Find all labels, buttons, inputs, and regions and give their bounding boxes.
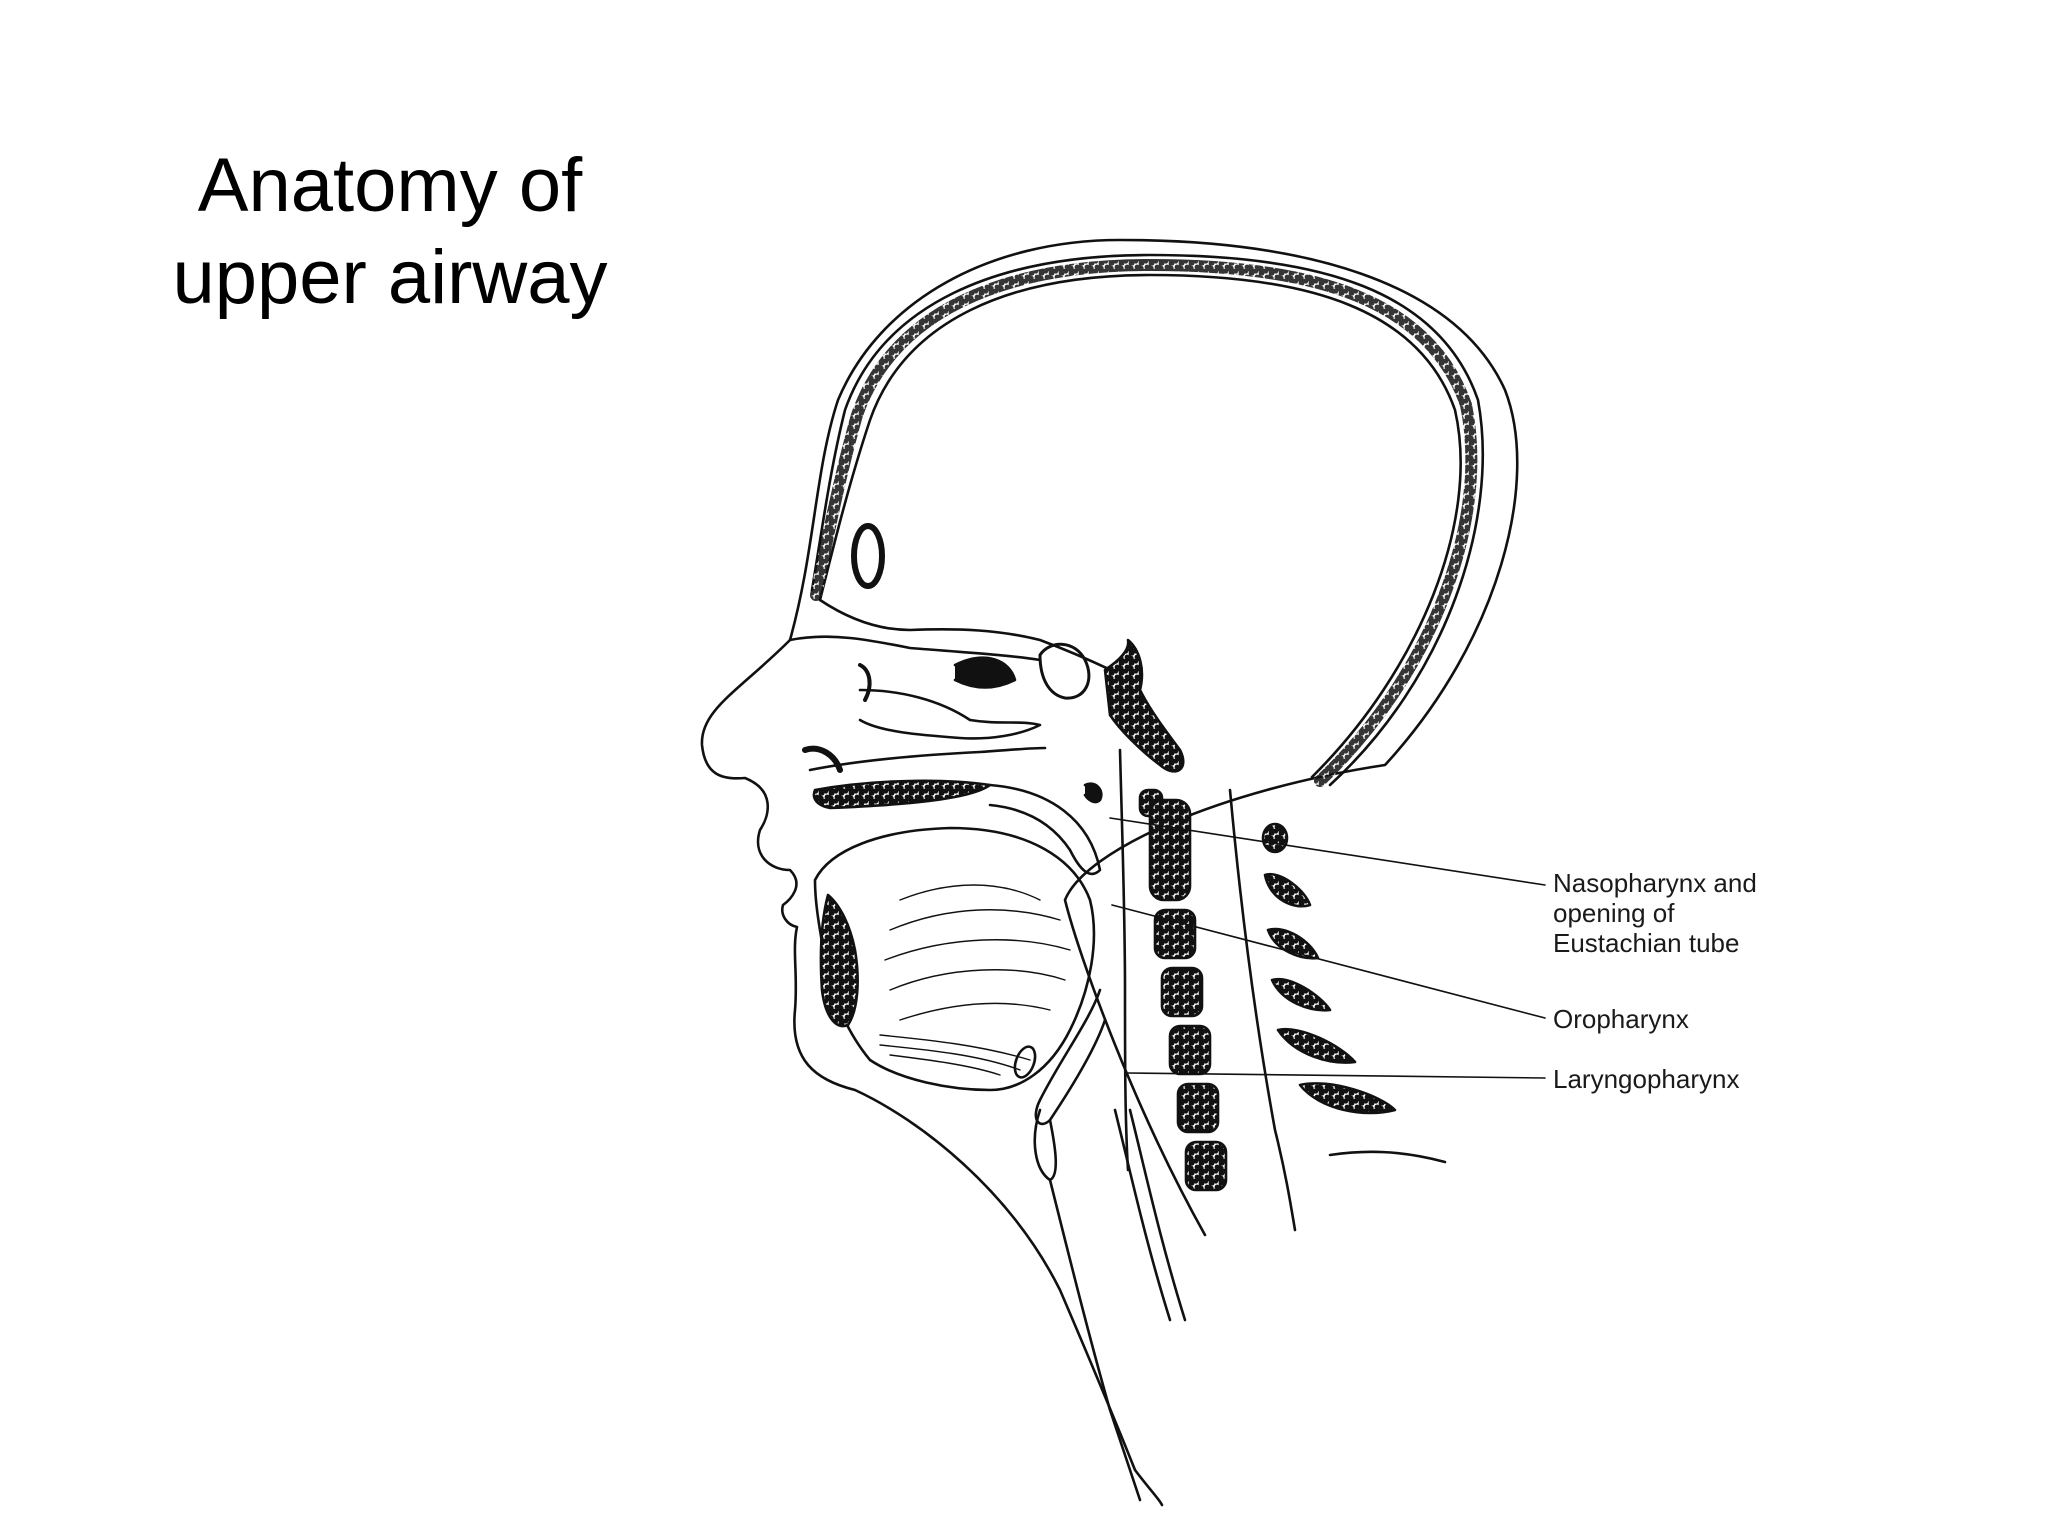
skull-diploe [810,259,1478,787]
skull-base-lower [788,635,1042,662]
nasal-turbinate-upper [953,656,1017,689]
mandible [819,893,859,1028]
skull-outer [810,253,1485,787]
spinous-process [1263,872,1312,908]
nasal-cavity [858,688,1042,740]
hyoid-bone [1013,1045,1037,1079]
vertebra-c2 [1148,798,1192,902]
tongue-fibers [884,884,1071,1021]
spinal-canal-line [1228,788,1297,1232]
soft-palate [988,783,1102,876]
posterior-neck-fold [1328,1150,1447,1164]
label-nasopharynx-line-2: opening of [1553,898,1675,928]
label-nasopharynx-line-1: Nasopharynx and [1553,868,1757,898]
skull-inner [818,273,1462,779]
eustachian-tube-opening [1083,782,1103,804]
frontal-sinus [851,523,885,589]
larynx [1033,1108,1058,1182]
nasal-turbinate-lower [802,745,843,773]
sphenoid [1038,642,1091,700]
cervical-spine [1138,788,1228,1192]
title-line-1: Anatomy of [197,143,583,228]
nasopharynx-leader-line [1109,817,1546,886]
esophagus [1113,1108,1187,1322]
spinous-process [1276,1027,1357,1064]
clivus [1103,638,1185,773]
laryngopharynx-leader-line [1127,1072,1546,1079]
spinous-process [1266,927,1320,960]
label-oropharynx: Oropharynx [1553,1004,1689,1034]
epiglottis [1034,988,1107,1126]
label-laryngopharynx: Laryngopharynx [1553,1064,1739,1094]
vertebra-c7 [1184,1140,1228,1192]
tongue-fibers-lower [879,1034,1031,1076]
hard-palate [812,779,992,810]
head-outline [700,238,1519,1507]
spinous-process [1261,822,1289,854]
spinous-processes [1261,822,1397,1115]
title-line-2: upper airway [172,235,608,320]
nasal-turbinate-middle [858,663,872,702]
oropharynx-leader-line [1111,904,1546,1019]
nasal-floor [808,746,1047,772]
vertebra-c3 [1153,908,1197,960]
slide-title: Anatomy of upper airway [150,140,630,324]
vertebra-c6 [1176,1082,1220,1134]
vertebra-c4 [1160,966,1204,1018]
label-nasopharynx-line-3: Eustachian tube [1553,928,1739,958]
vertebra-c5 [1168,1024,1212,1076]
pharynx-posterior-wall [1118,748,1130,1172]
spinous-process [1270,977,1332,1012]
trachea-front [1048,1178,1142,1502]
spinous-process [1298,1082,1397,1115]
